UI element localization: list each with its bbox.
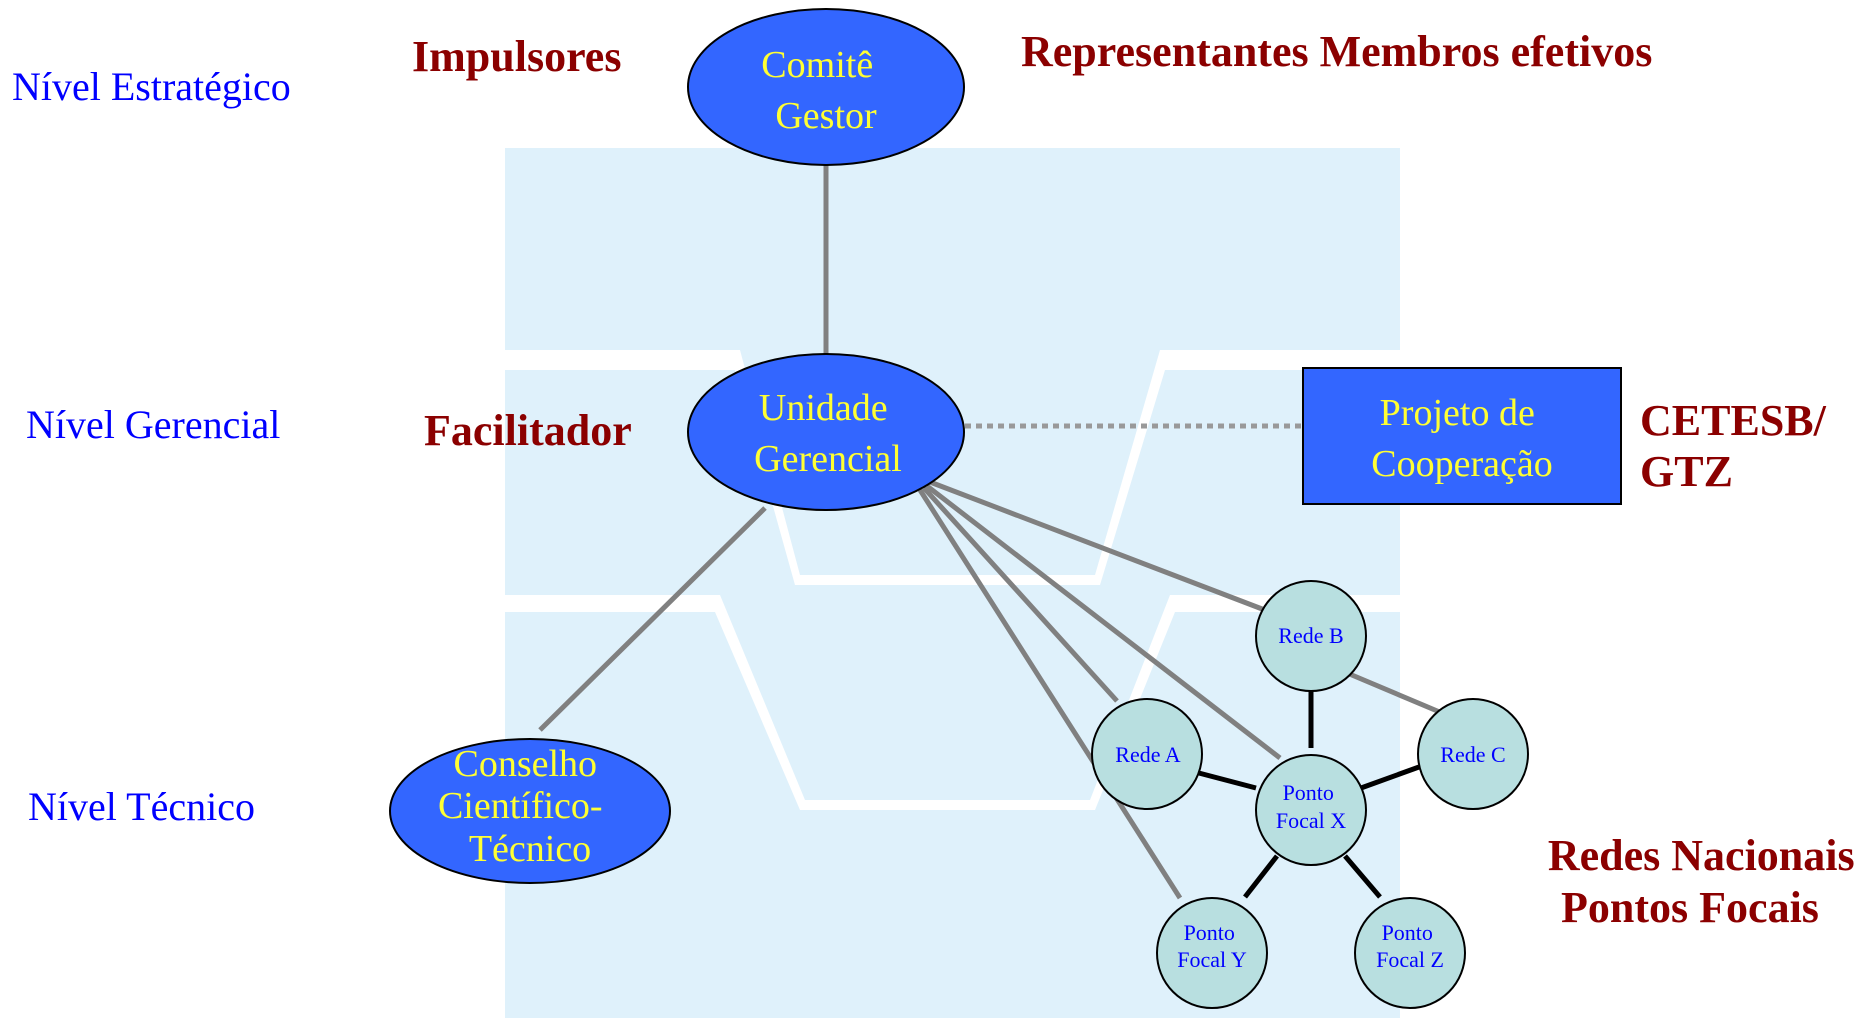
svg-text:Conselho Científico-: Conselho Científico- Técnico [438,743,612,870]
node-rede-c: Rede C [1417,698,1529,810]
node-ponto-focal-z: Ponto Focal Z [1354,897,1466,1009]
svg-text:Ponto Focal X: Ponto Focal X [1276,780,1346,833]
level-managerial-label: Nível Gerencial [26,402,280,447]
link-pontox-pontoy [1243,854,1279,899]
ponto-z-line1: Ponto [1382,920,1433,945]
svg-text:Comitê Gestor: Comitê Gestor [761,44,882,137]
node-projeto-cooperacao: Projeto de Cooperação [1302,367,1622,505]
node-ponto-focal-y: Ponto Focal Y [1156,897,1268,1009]
role-cetesb-line2: GTZ [1640,447,1733,496]
role-facilitador-label: Facilitador [424,406,632,455]
link-redec-pontox [1360,764,1420,791]
ponto-x-line2: Focal X [1276,808,1346,833]
comite-gestor-line1: Comitê [761,44,873,86]
ponto-y-line1: Ponto [1184,920,1235,945]
role-redes-pontos-line1: Redes Nacionais e [1548,831,1861,880]
link-unidade-pontoy [917,488,1183,900]
role-redes-pontos-label: Redes Nacionais e Pontos Focais [1548,831,1861,932]
svg-text:Ponto Focal Y: Ponto Focal Y [1177,920,1247,972]
rede-a-label: Rede A [1115,742,1180,767]
rede-c-label: Rede C [1440,742,1505,767]
unidade-gerencial-line1: Unidade [759,387,888,429]
link-redea-pontox [1194,769,1257,791]
ponto-y-line2: Focal Y [1177,947,1247,972]
role-redes-pontos-line2: Pontos Focais [1561,883,1819,932]
rede-b-label: Rede B [1278,623,1343,648]
link-redeb-redec [1339,667,1443,716]
node-unidade-gerencial: Unidade Gerencial [687,353,965,511]
role-cetesb-line1: CETESB/ [1640,396,1827,445]
unidade-gerencial-line2: Gerencial [754,438,902,480]
watermark-logo [505,148,1400,1018]
conselho-line3: Técnico [469,828,591,870]
level-strategic-label: Nível Estratégico [12,64,291,109]
link-pontox-pontoz [1343,854,1382,899]
level-technical-label: Nível Técnico [28,784,255,829]
node-ponto-focal-x: Ponto Focal X [1255,754,1367,866]
conselho-line1: Conselho [453,743,597,785]
link-unidade-redeb [929,479,1271,615]
ponto-x-line1: Ponto [1283,780,1334,805]
role-cetesb-label: CETESB/ GTZ [1640,396,1837,496]
ponto-z-line2: Focal Z [1376,947,1444,972]
conselho-line2: Científico- [438,785,603,827]
link-unidade-conselho [538,506,767,732]
svg-text:Unidade Gerencial: Unidade Gerencial [754,387,902,480]
svg-text:Projeto de Cooperação: Projeto de Cooperação [1371,392,1552,485]
role-impulsores-label: Impulsores [412,32,621,81]
role-representantes-label: Representantes Membros efetivos [1021,27,1652,76]
projeto-cooperacao-line2: Cooperação [1371,443,1552,485]
node-rede-b: Rede B [1255,580,1367,692]
link-unidade-pontox [925,484,1282,760]
node-comite-gestor: Comitê Gestor [687,8,965,166]
node-rede-a: Rede A [1091,698,1203,810]
link-unidade-redea [922,486,1119,703]
node-conselho: Conselho Científico- Técnico [389,738,671,884]
links [538,165,1443,900]
comite-gestor-line2: Gestor [775,95,877,137]
projeto-cooperacao-line1: Projeto de [1380,392,1535,434]
svg-text:Ponto Focal Z: Ponto Focal Z [1376,920,1444,972]
